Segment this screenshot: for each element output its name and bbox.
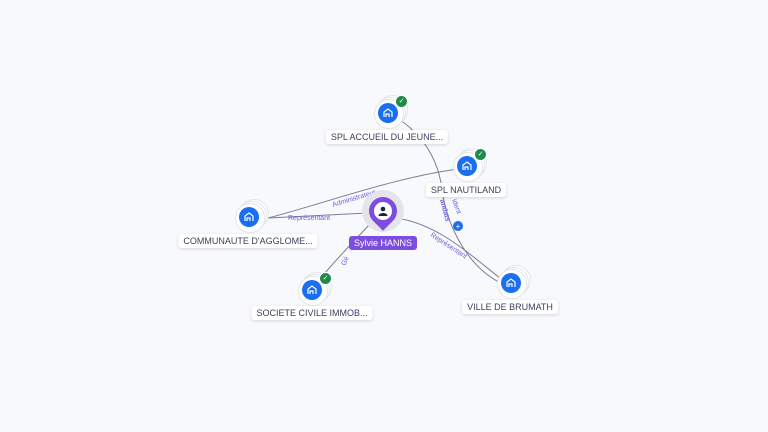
company-node[interactable]: ✓: [374, 95, 408, 129]
verified-check-icon: ✓: [395, 95, 408, 108]
edge-representant-communaute: [267, 212, 369, 219]
verified-check-icon: ✓: [319, 272, 332, 285]
company-label[interactable]: VILLE DE BRUMATH: [462, 300, 558, 314]
edge-label-mandats: andats: [438, 199, 451, 223]
expand-edge-button[interactable]: [453, 221, 463, 231]
company-node[interactable]: [497, 265, 531, 299]
building-icon: [457, 156, 477, 176]
edge-representant-brumath: [396, 217, 506, 283]
building-icon: [378, 103, 398, 123]
company-node[interactable]: ✓: [298, 272, 332, 306]
building-icon: [239, 207, 259, 227]
edge-label-representant: Représentant: [288, 215, 330, 222]
building-icon: [302, 280, 322, 300]
svg-text:+: +: [456, 222, 461, 231]
edge-label-president: ident: [450, 198, 462, 215]
company-label[interactable]: SPL ACCUEIL DU JEUNE...: [325, 130, 449, 144]
person-label[interactable]: Sylvie HANNS: [348, 236, 418, 250]
company-node[interactable]: [235, 199, 269, 233]
verified-check-icon: ✓: [474, 148, 487, 161]
company-label[interactable]: SPL NAUTILAND: [425, 183, 507, 197]
company-label[interactable]: SOCIETE CIVILE IMMOB...: [251, 306, 373, 320]
edge-administrateur: [267, 167, 468, 219]
person-icon: [374, 202, 392, 220]
company-label[interactable]: COMMUNAUTE D'AGGLOME...: [178, 234, 318, 248]
building-icon: [501, 273, 521, 293]
edge-label-gerant: Gé: [340, 255, 350, 267]
company-node[interactable]: ✓: [453, 148, 487, 182]
